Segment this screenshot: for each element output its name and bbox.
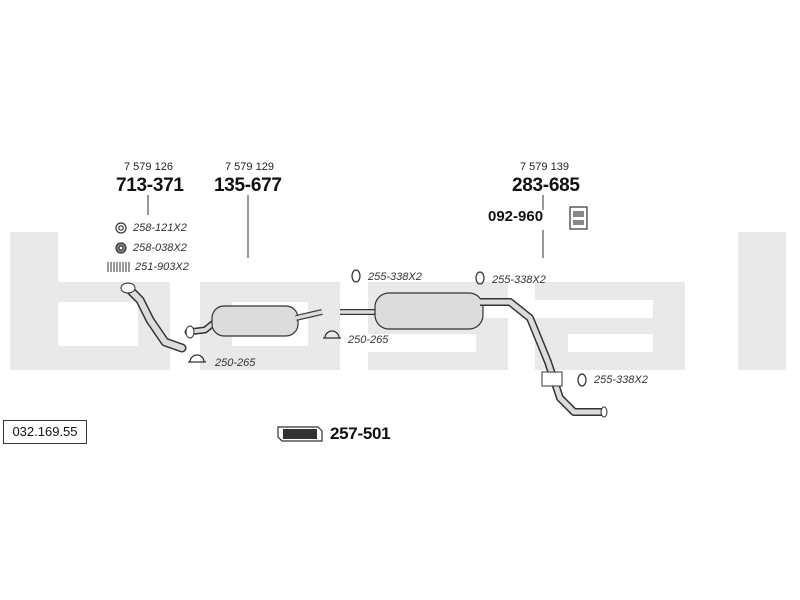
front-pipe-part-number: 713-371 [116, 175, 184, 196]
clamp-d-label: 250-265 [348, 334, 389, 346]
clamp-icon [351, 269, 361, 283]
rubber-mount-icon [569, 206, 588, 230]
front-pipe-shape [120, 282, 187, 353]
bosal-kit-logo [277, 426, 323, 442]
middle-silencer-part-number: 135-677 [214, 175, 282, 196]
clamp-icon [324, 330, 340, 339]
clamp-a-label: 255-338X2 [368, 271, 422, 283]
clamp-icon [577, 373, 587, 387]
assembly-kit-part-number: 257-501 [330, 424, 391, 443]
clamp-icon [189, 354, 205, 363]
rear-silencer-part-number: 283-685 [512, 175, 580, 196]
gasket-2-label: 258-038X2 [133, 242, 187, 254]
rear-silencer-oe-number: 7 579 139 [520, 161, 569, 173]
gasket-1-label: 258-121X2 [133, 222, 187, 234]
spring-label: 251-903X2 [135, 261, 189, 273]
clamp-e-label: 250-265 [215, 357, 256, 369]
middle-silencer-oe-number: 7 579 129 [225, 161, 274, 173]
rubber-mount-part-number: 092-960 [488, 208, 544, 225]
clamp-icon [475, 271, 485, 285]
clamp-c-label: 255-338X2 [594, 374, 648, 386]
diagram-code: 032.169.55 [3, 420, 87, 444]
rear-silencer-shape [340, 292, 608, 418]
clamp-b-label: 255-338X2 [492, 274, 546, 286]
middle-silencer-shape [184, 305, 323, 339]
spring-icon [107, 262, 130, 272]
front-pipe-oe-number: 7 579 126 [124, 161, 173, 173]
